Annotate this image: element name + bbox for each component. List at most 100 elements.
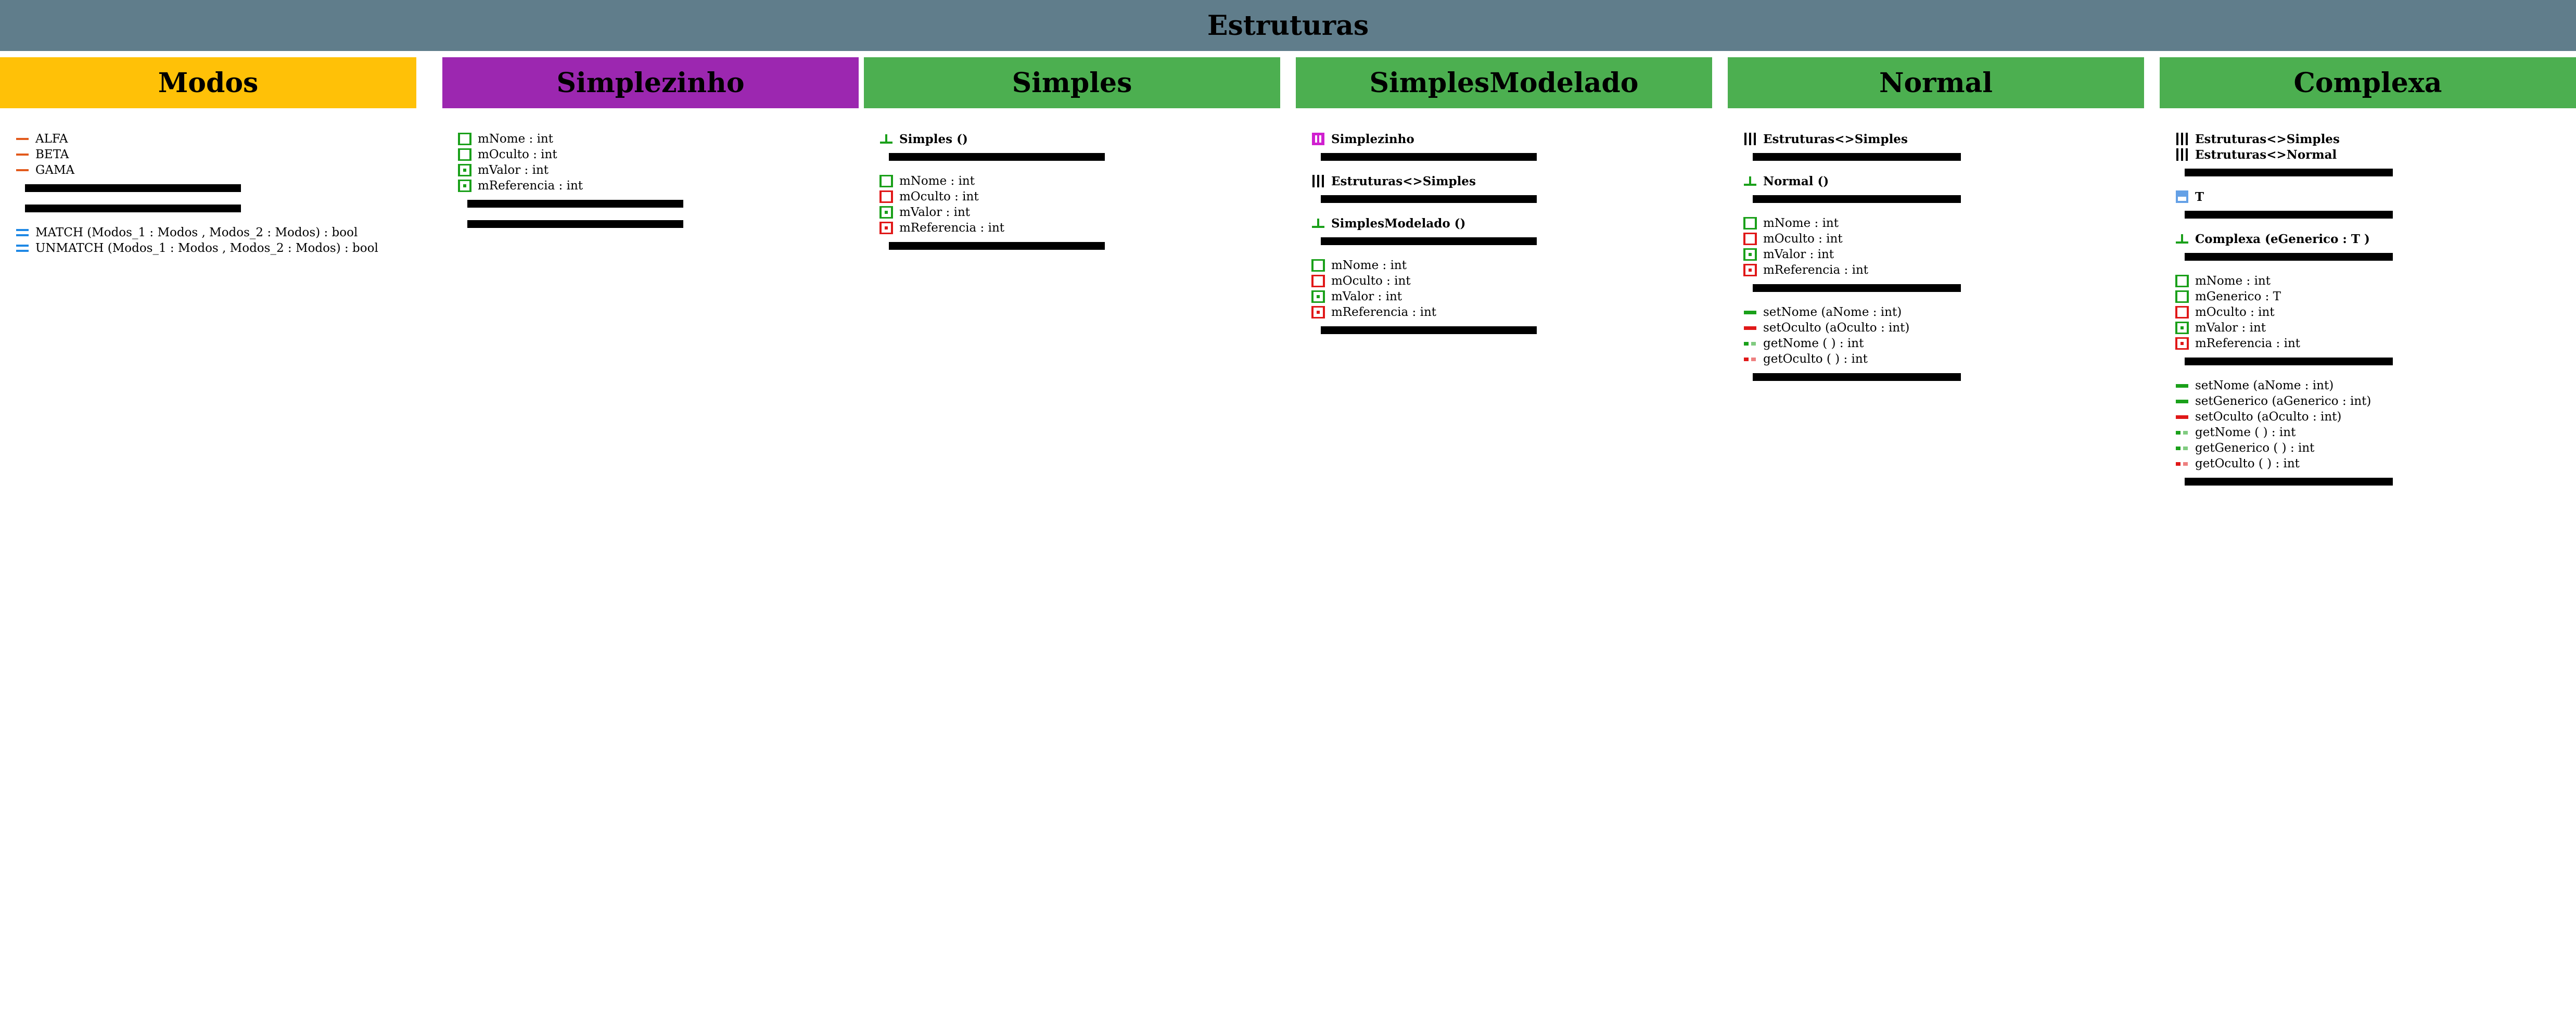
private-setter-icon	[1743, 322, 1757, 334]
member-label: Estruturas<>Simples	[1763, 132, 1908, 146]
member-row: UNMATCH (Modos_1 : Modos , Modos_2 : Mod…	[16, 240, 416, 256]
section-separator	[2185, 211, 2393, 219]
public-field-icon	[879, 175, 893, 187]
operator-icon	[16, 226, 29, 239]
member-row: mOculto : int	[1743, 231, 2144, 247]
panel-header-complexa: Complexa	[2160, 57, 2576, 108]
private-value-icon	[1743, 264, 1757, 276]
member-row: mReferencia : int	[1743, 262, 2144, 278]
member-label: mReferencia : int	[899, 221, 1005, 235]
member-row: mReferencia : int	[1311, 304, 1712, 320]
member-row: getGenerico ( ) : int	[2175, 440, 2576, 456]
public-setter-icon	[2175, 395, 2189, 407]
member-label: BETA	[35, 148, 69, 161]
member-row: MATCH (Modos_1 : Modos , Modos_2 : Modos…	[16, 225, 416, 240]
member-label: Complexa (eGenerico : T )	[2195, 232, 2370, 246]
public-field-icon	[2175, 275, 2189, 287]
member-label: mOculto : int	[899, 190, 979, 203]
member-row: SimplesModelado ()	[1311, 215, 1712, 231]
namespace-icon	[1743, 133, 1757, 145]
member-label: MATCH (Modos_1 : Modos , Modos_2 : Modos…	[35, 226, 358, 239]
private-setter-icon	[2175, 411, 2189, 423]
public-field-icon	[458, 148, 471, 161]
member-label: T	[2195, 189, 2204, 204]
section-separator	[467, 200, 683, 208]
private-value-icon	[2175, 337, 2189, 350]
member-label: getNome ( ) : int	[1763, 337, 1864, 350]
section-separator	[889, 153, 1105, 161]
constructor-icon	[2175, 233, 2189, 245]
member-row: mNome : int	[1743, 215, 2144, 231]
member-label: mValor : int	[1763, 248, 1834, 261]
member-row: Complexa (eGenerico : T )	[2175, 231, 2576, 247]
section-separator	[1753, 195, 1961, 203]
section-separator	[1753, 284, 1961, 292]
member-row: BETA	[16, 147, 416, 162]
member-row: mValor : int	[1743, 247, 2144, 262]
namespace-icon	[1311, 175, 1325, 187]
member-row: mNome : int	[2175, 273, 2576, 289]
public-value-icon	[879, 206, 893, 219]
member-row: T	[2175, 189, 2576, 205]
section-separator	[2185, 358, 2393, 365]
enum-value-icon	[16, 164, 29, 176]
enum-value-icon	[16, 133, 29, 145]
member-label: mReferencia : int	[2195, 337, 2301, 350]
panel-header-modos: Modos	[0, 57, 416, 108]
namespace-icon	[2175, 133, 2189, 145]
member-label: mOculto : int	[478, 148, 557, 161]
section-separator	[25, 205, 241, 212]
member-label: ALFA	[35, 132, 68, 146]
member-label: mValor : int	[899, 206, 971, 219]
public-field-icon	[2175, 290, 2189, 303]
section-separator	[1321, 326, 1537, 334]
member-row: setOculto (aOculto : int)	[1743, 320, 2144, 336]
member-row: mOculto : int	[458, 147, 859, 162]
section-separator	[1321, 153, 1537, 161]
public-getter-icon	[1743, 337, 1757, 350]
member-label: Simples ()	[899, 132, 968, 146]
member-row: mOculto : int	[879, 189, 1280, 205]
member-label: getGenerico ( ) : int	[2195, 441, 2315, 455]
member-label: mReferencia : int	[478, 179, 583, 193]
member-label: mValor : int	[2195, 321, 2266, 335]
member-label: mNome : int	[1763, 216, 1839, 230]
member-row: Estruturas<>Simples	[1743, 131, 2144, 147]
public-field-icon	[458, 133, 471, 145]
member-row: mOculto : int	[2175, 304, 2576, 320]
member-row: GAMA	[16, 162, 416, 178]
member-row: Estruturas<>Simples	[2175, 131, 2576, 147]
member-row: mNome : int	[879, 173, 1280, 189]
private-value-icon	[1311, 306, 1325, 318]
member-label: setOculto (aOculto : int)	[1763, 321, 1910, 335]
member-row: Estruturas<>Simples	[1311, 173, 1712, 189]
panel-header-simplesmodelado: SimplesModelado	[1296, 57, 1712, 108]
public-value-icon	[458, 164, 471, 176]
section-separator	[2185, 253, 2393, 261]
public-getter-icon	[2175, 442, 2189, 454]
namespace-icon	[2175, 148, 2189, 161]
member-row: Simplezinho	[1311, 131, 1712, 147]
section-separator	[1321, 237, 1537, 245]
member-row: getNome ( ) : int	[2175, 425, 2576, 440]
member-row: Simples ()	[879, 131, 1280, 147]
diagram-title: Estruturas	[0, 0, 2576, 51]
member-label: SimplesModelado ()	[1331, 216, 1466, 231]
member-label: getOculto ( ) : int	[1763, 352, 1868, 366]
public-value-icon	[2175, 322, 2189, 334]
member-label: mValor : int	[1331, 290, 1402, 303]
panel-header-normal: Normal	[1728, 57, 2144, 108]
enum-value-icon	[16, 148, 29, 161]
member-row: mGenerico : T	[2175, 289, 2576, 304]
private-field-icon	[1743, 233, 1757, 245]
member-label: mOculto : int	[2195, 305, 2275, 319]
member-row: setNome (aNome : int)	[1743, 304, 2144, 320]
member-label: setGenerico (aGenerico : int)	[2195, 394, 2371, 408]
constructor-icon	[1311, 217, 1325, 230]
